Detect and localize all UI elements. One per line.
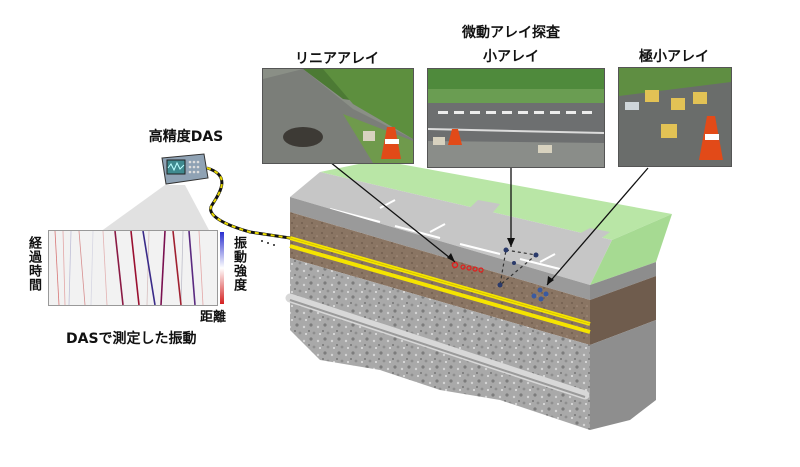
- zoom-wedge: [100, 185, 210, 232]
- linear-array-label: リニアアレイ: [295, 51, 379, 67]
- das-caption: DASで測定した振動: [66, 331, 197, 347]
- tiny-array-label: 極小アレイ: [639, 49, 709, 65]
- small-array-triangle: [497, 247, 539, 288]
- linear-array-photo: [262, 68, 414, 164]
- das-device-icon: [158, 150, 210, 188]
- side-road-left: [455, 200, 500, 230]
- road-surface: [290, 172, 612, 285]
- callout-lines: [329, 161, 649, 286]
- fiber-optic-cable: [289, 236, 591, 334]
- small-array-label: 小アレイ: [483, 49, 539, 65]
- small-array-photo: [427, 68, 605, 168]
- asphalt-layer: [290, 197, 590, 300]
- block-side-top: [590, 262, 656, 300]
- block-side-gravel: [590, 320, 656, 430]
- vibration-intensity-label: 振動強度: [231, 236, 246, 292]
- intensity-colorbar: [220, 232, 224, 304]
- das-connection-cable: [206, 166, 291, 240]
- block-side-soil: [590, 276, 656, 345]
- linear-array-sensors: [451, 261, 484, 273]
- das-waterfall-plot: [48, 230, 218, 306]
- callout-arrowheads: [447, 238, 554, 285]
- buried-pipe: [285, 293, 590, 400]
- tiny-array-photo: [618, 67, 732, 167]
- grass-surface: [320, 160, 672, 240]
- das-device-label: 高精度DAS: [148, 129, 224, 145]
- tiny-array-sensors: [531, 287, 549, 302]
- continuation-dots: [261, 240, 275, 246]
- distance-axis-label: 距離: [200, 310, 227, 325]
- microtremor-title: 微動アレイ探査: [462, 25, 560, 41]
- grass-strip: [590, 214, 672, 285]
- elapsed-time-axis-label: 経過時間: [26, 236, 41, 292]
